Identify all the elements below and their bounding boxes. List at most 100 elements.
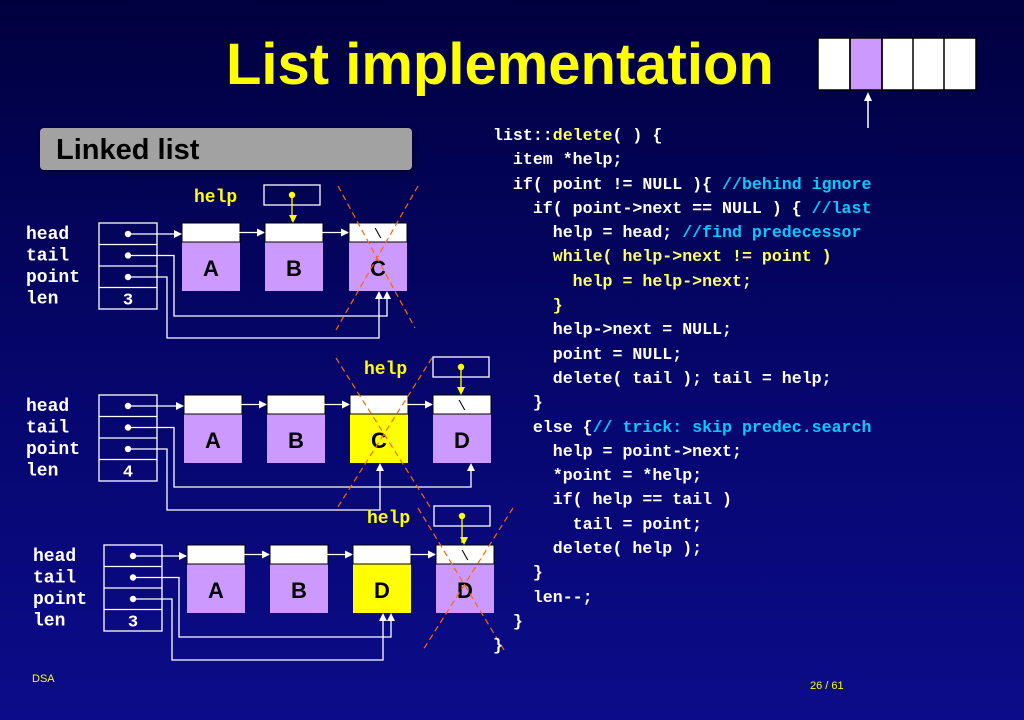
code-line: else {// trick: skip predec.search: [493, 417, 872, 437]
null-mark: \: [458, 399, 466, 415]
node-label-B: B: [288, 428, 304, 453]
code-line: }: [493, 611, 523, 631]
help-arrow-head: [457, 387, 465, 395]
deleted-cross: [335, 185, 419, 331]
arrow-head: [379, 613, 387, 621]
code-line: *point = *help;: [493, 466, 703, 486]
field-label-len: len: [26, 462, 58, 482]
code-line: help = help->next;: [493, 271, 752, 291]
code-line: delete( tail ); tail = help;: [493, 368, 832, 388]
code-line: }: [493, 393, 543, 413]
arrow-head: [425, 400, 433, 409]
arrow-head: [342, 400, 350, 409]
code-line: }: [493, 563, 543, 583]
arrow-head: [383, 291, 391, 299]
footer-course: DSA: [32, 673, 55, 685]
len-value: 3: [128, 614, 138, 633]
point-arrow: [133, 598, 384, 661]
code-line: help = point->next;: [493, 441, 742, 461]
code-line: help->next = NULL;: [493, 320, 732, 340]
node-body: [265, 242, 323, 291]
node-label-C: C: [371, 428, 387, 453]
arrow-head: [345, 550, 353, 559]
node-label-D: D: [374, 578, 390, 603]
len-value: 3: [123, 292, 133, 311]
field-label-point: point: [33, 590, 87, 610]
node-body: [436, 564, 494, 613]
code-line: if( point->next == NULL ) { //last: [493, 198, 872, 218]
tail-arrow: [128, 426, 472, 488]
slide-title: List implementation: [226, 32, 774, 97]
field-label-point: point: [26, 440, 80, 460]
help-label: help: [364, 360, 407, 380]
code-line: point = NULL;: [493, 344, 683, 364]
field-label-point: point: [26, 268, 80, 288]
field-label-tail: tail: [33, 569, 76, 589]
node-body: [349, 242, 407, 291]
arrow-head: [176, 402, 184, 410]
node-body: [353, 564, 411, 613]
field-label-len: len: [26, 290, 58, 310]
field-label-tail: tail: [26, 247, 69, 267]
node-next-field: [348, 222, 408, 243]
node-next-field: [432, 394, 492, 415]
arrow-head: [387, 613, 395, 621]
node-label-A: A: [208, 578, 224, 603]
arrow-head: [179, 552, 187, 560]
code-line: if( point != NULL ){ //behind ignore: [493, 174, 872, 194]
node-label-C: C: [370, 256, 386, 281]
code-line: list::delete( ) {: [493, 126, 663, 145]
null-mark: \: [374, 227, 382, 243]
arrow-head: [376, 463, 384, 471]
field-label-head: head: [26, 225, 69, 245]
node-label-A: A: [205, 428, 221, 453]
code-line: if( help == tail ): [493, 490, 732, 510]
code-line: delete( help );: [493, 539, 703, 559]
node-body: [270, 564, 328, 613]
arrow-head: [467, 463, 475, 471]
node-body: [350, 414, 408, 463]
help-label: help: [194, 188, 237, 208]
page-number: 26 / 61: [810, 680, 844, 692]
node-label-B: B: [291, 578, 307, 603]
arrow-head: [341, 228, 349, 237]
field-label-head: head: [26, 397, 69, 417]
code-listing: list::delete( ) { item *help; if( point …: [493, 124, 871, 659]
node-label-A: A: [203, 256, 219, 281]
node-body: [182, 242, 240, 291]
tail-arrow: [133, 576, 392, 638]
code-line: }: [493, 296, 563, 316]
node-body: [184, 414, 242, 463]
arrow-head: [257, 228, 265, 237]
arrow-head: [375, 291, 383, 299]
node-label-B: B: [286, 256, 302, 281]
deleted-cross: [417, 507, 505, 651]
null-mark: \: [461, 549, 469, 565]
help-arrow-head: [289, 215, 297, 223]
field-label-tail: tail: [26, 419, 69, 439]
section-label-text: Linked list: [56, 134, 200, 166]
code-line: help = head; //find predecessor: [493, 223, 862, 243]
help-arrow-head: [460, 537, 468, 545]
code-line: item *help;: [493, 150, 623, 170]
node-body: [187, 564, 245, 613]
code-line: while( help->next != point ): [493, 247, 832, 267]
node-body: [267, 414, 325, 463]
deleted-cross: [337, 185, 416, 329]
field-label-len: len: [33, 612, 65, 632]
code-line: len--;: [493, 587, 593, 607]
node-next-field: [435, 544, 495, 565]
section-label: Linked list: [40, 128, 412, 170]
arrow-head: [428, 550, 436, 559]
node-label-D: D: [454, 428, 470, 453]
code-line: }: [493, 636, 503, 656]
point-arrow: [128, 448, 381, 511]
tail-arrow: [128, 254, 388, 317]
len-value: 4: [123, 464, 133, 483]
point-arrow: [128, 276, 380, 339]
arrow-head: [174, 230, 182, 238]
node-label-D: D: [457, 578, 473, 603]
